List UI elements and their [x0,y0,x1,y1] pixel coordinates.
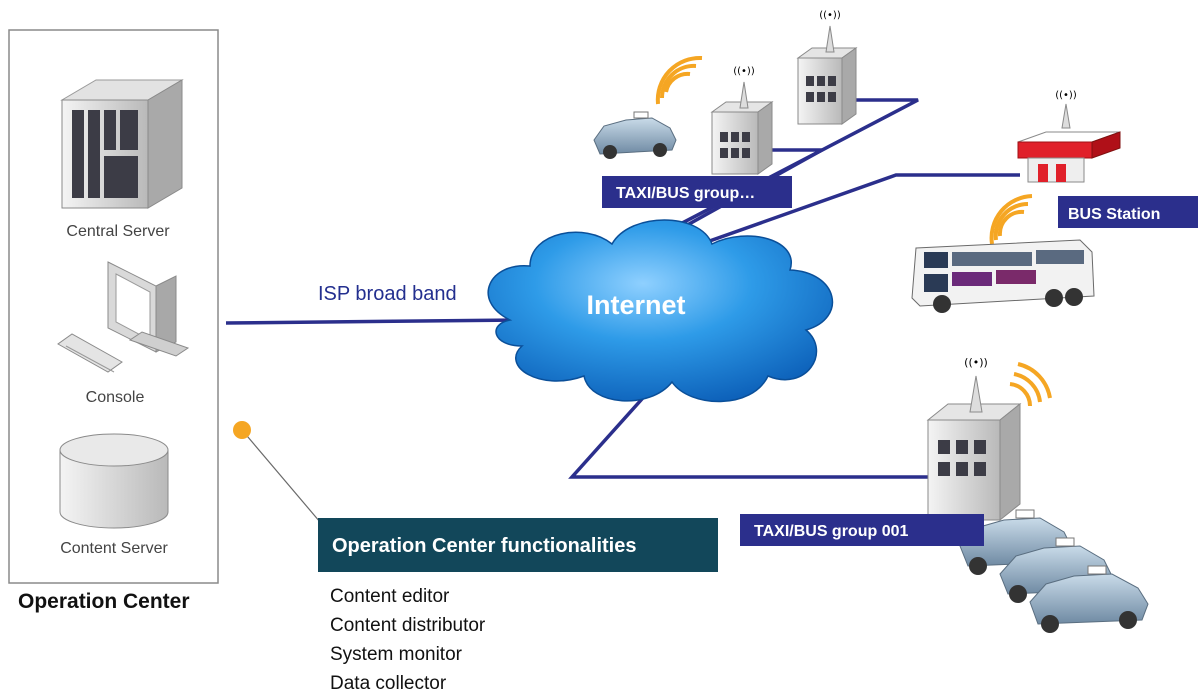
signal-waves-icon [655,55,703,105]
console-icon [57,261,190,373]
svg-text:((•)): ((•)) [819,10,841,21]
content-server-icon [59,433,169,529]
callout-dot [233,421,251,439]
functionalities-header: Operation Center functionalities [332,535,636,557]
central-server-label: Central Server [66,223,170,240]
callout-connector [241,429,321,523]
signal-waves-icon [1009,362,1052,407]
antenna-building-icon: ((•)) [796,10,858,125]
internet-cloud-icon [487,219,834,403]
taxi-fleet-icon [959,509,1149,633]
svg-text:((•)): ((•)) [1055,90,1077,101]
content-server-label: Content Server [60,540,168,557]
bus-station-icon: ((•)) [1017,90,1121,183]
functionality-item: Data collector [330,673,447,694]
functionality-item: System monitor [330,644,463,665]
antenna-building-icon: ((•)) [710,66,774,175]
functionality-item: Content editor [330,586,450,607]
tag-taxi-bus-group-001 [740,514,984,546]
functionalities-header-box [318,518,718,572]
functionality-item: Content distributor [330,615,486,636]
operation-center-panel: Central Server Console Content Server [8,29,219,584]
svg-text:((•)): ((•)) [733,66,755,77]
isp-broadband-label: ISP broad band [318,283,457,305]
operation-center-title: Operation Center [18,590,190,613]
taxi-bus-group-top-label: TAXI/BUS group… [616,185,755,202]
console-label: Console [86,389,145,406]
svg-text:((•)): ((•)) [964,356,988,369]
central-server-icon [60,79,184,209]
internet-label: Internet [586,290,685,320]
taxi-bus-group-001-label: TAXI/BUS group 001 [754,523,908,540]
tag-bus-station [1058,196,1198,228]
bus-station-label: BUS Station [1068,206,1160,223]
tag-taxi-bus-group-top [602,176,792,208]
antenna-building-icon: ((•)) [926,356,1022,522]
taxi-car-icon [593,111,677,159]
double-decker-bus-icon [911,239,1095,313]
signal-waves-icon [989,194,1033,245]
